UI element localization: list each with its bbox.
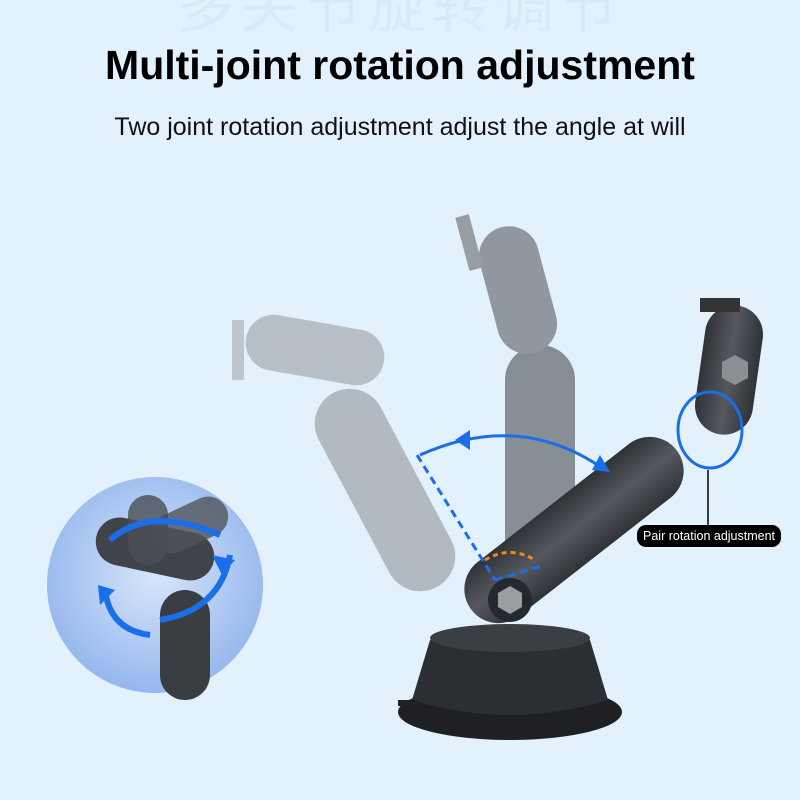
suction-base (398, 624, 622, 740)
page-subtitle: Two joint rotation adjustment adjust the… (114, 113, 686, 141)
rotation-arc (419, 434, 606, 472)
angle-indicators (415, 390, 744, 582)
joint-rotation-ring (676, 390, 744, 470)
ghost-arm-middle (455, 214, 575, 575)
pair-rotation-callout: Pair rotation adjustment (637, 525, 782, 547)
joint-detail-inset (47, 477, 263, 700)
main-arm (464, 298, 764, 624)
ghost-arm-left (232, 314, 456, 592)
page-title: Multi-joint rotation adjustment (105, 42, 695, 88)
watermark-text: 多关节旋转调节 (175, 0, 624, 41)
